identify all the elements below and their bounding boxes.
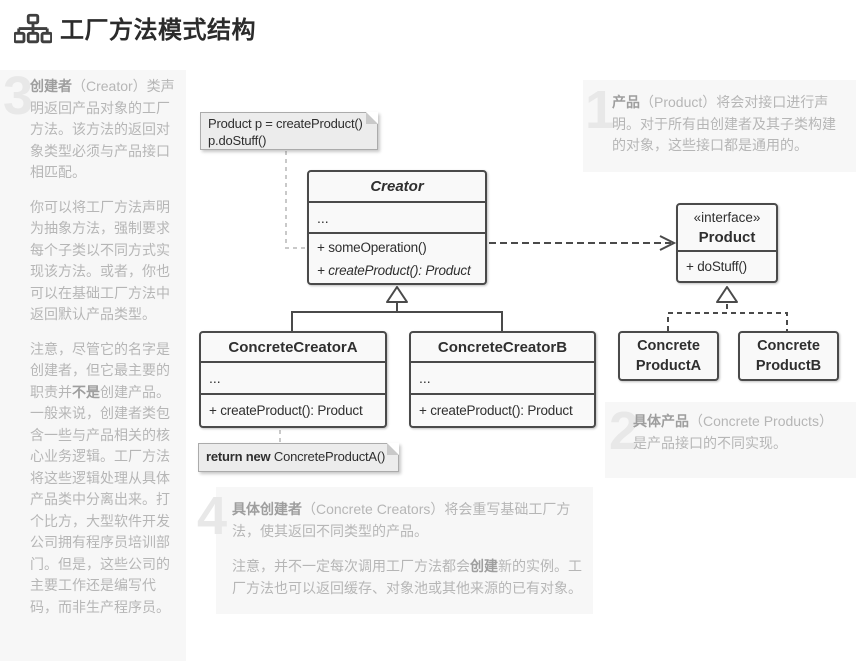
- class-concrete-creator-b-methods: + createProduct(): Product: [411, 395, 594, 426]
- realization-triangle: [716, 286, 738, 303]
- paragraph: 你可以将工厂方法声明为抽象方法，强制要求每个子类以不同方式实现该方法。或者，你也…: [30, 198, 170, 323]
- note-line: p.doStuff(): [208, 133, 267, 148]
- method-do-stuff: + doStuff(): [686, 259, 747, 274]
- paragraph: 具体创建者（Concrete Creators）将会重写基础工厂方法，使其返回不…: [232, 501, 571, 539]
- stereotype-interface: «interface»: [693, 209, 761, 225]
- realization-connector-concrete-products: [667, 286, 788, 331]
- class-creator-fields: ...: [309, 203, 485, 234]
- annotation-concrete-products: 2 具体产品（Concrete Products）是产品接口的不同实现。: [605, 402, 856, 478]
- annotation-product-text: 产品（Product）将会对接口进行声明。对于所有由创建者及其子类构建的对象，这…: [612, 92, 844, 170]
- class-concrete-creator-a-fields: ...: [201, 363, 385, 395]
- interface-product: «interface» Product + doStuff(): [676, 203, 778, 283]
- method-some-operation: + someOperation(): [317, 239, 427, 255]
- annotation-concrete-products-text: 具体产品（Concrete Products）是产品接口的不同实现。: [633, 411, 845, 467]
- page-title: 工厂方法模式结构: [60, 17, 256, 44]
- paragraph: 注意，并不一定每次调用工厂方法都会创建新的实例。工厂方法也可以返回缓存、对象池或…: [232, 558, 582, 596]
- annotation-concrete-creators-text: 具体创建者（Concrete Creators）将会重写基础工厂方法，使其返回不…: [232, 499, 592, 613]
- class-concrete-creator-a-name: ConcreteCreatorA: [201, 333, 385, 363]
- term-product: 产品: [612, 94, 640, 110]
- paragraph: 创建者（Creator）类声明返回产品对象的工厂方法。该方法的返回对象类型必须与…: [30, 78, 175, 180]
- annotation-number-1: 1: [585, 80, 616, 140]
- paragraph: 注意，尽管它的名字是创建者，但它最主要的职责并不是创建产品。一般来说，创建者类包…: [30, 340, 170, 615]
- term-creator: 创建者: [30, 78, 72, 94]
- sitemap-icon: [14, 13, 52, 44]
- annotation-creator-text: 创建者（Creator）类声明返回产品对象的工厂方法。该方法的返回对象类型必须与…: [30, 76, 178, 631]
- class-concrete-creator-b-fields: ...: [411, 363, 594, 395]
- note-return-new: return new ConcreteProductA(): [198, 443, 399, 472]
- method-create-product: + createProduct(): Product: [419, 403, 573, 418]
- note-line: Product p = createProduct(): [208, 116, 363, 131]
- annotation-number-3: 3: [3, 66, 34, 126]
- method-create-product: + createProduct(): Product: [209, 403, 363, 418]
- note-client-code: Product p = createProduct() p.doStuff(): [200, 112, 378, 150]
- inheritance-connector-concrete-creators: [291, 286, 503, 331]
- annotation-number-4: 4: [197, 486, 228, 546]
- class-creator-name: Creator: [309, 172, 485, 203]
- term-concrete-creators: 具体创建者: [232, 501, 302, 517]
- inheritance-triangle: [386, 286, 408, 303]
- interface-product-methods: + doStuff(): [678, 252, 776, 281]
- class-creator: Creator ... + someOperation() + createPr…: [307, 170, 487, 285]
- class-concrete-creator-a: ConcreteCreatorA ... + createProduct(): …: [199, 331, 387, 428]
- annotation-product: 1 产品（Product）将会对接口进行声明。对于所有由创建者及其子类构建的对象…: [583, 80, 856, 172]
- note-return-keyword: return new: [206, 449, 271, 464]
- dependency-arrow-creator-product: [489, 235, 677, 251]
- class-concrete-creator-b-name: ConcreteCreatorB: [411, 333, 594, 363]
- class-concrete-creator-b: ConcreteCreatorB ... + createProduct(): …: [409, 331, 596, 428]
- class-concrete-creator-a-methods: + createProduct(): Product: [201, 395, 385, 426]
- annotation-creator: 3 创建者（Creator）类声明返回产品对象的工厂方法。该方法的返回对象类型必…: [0, 66, 186, 661]
- method-create-product-abstract: + createProduct(): Product: [317, 262, 471, 278]
- class-creator-methods: + someOperation() + createProduct(): Pro…: [309, 234, 485, 283]
- annotation-number-2: 2: [609, 401, 640, 461]
- paragraph: 具体产品（Concrete Products）是产品接口的不同实现。: [633, 413, 833, 451]
- note-call-connector: [285, 151, 305, 249]
- interface-product-name: Product: [698, 228, 756, 246]
- term-concrete-products: 具体产品: [633, 413, 689, 429]
- interface-product-header: «interface» Product: [678, 205, 776, 252]
- annotation-concrete-creators: 4 具体创建者（Concrete Creators）将会重写基础工厂方法，使其返…: [197, 487, 593, 614]
- paragraph: 产品（Product）将会对接口进行声明。对于所有由创建者及其子类构建的对象，这…: [612, 94, 836, 153]
